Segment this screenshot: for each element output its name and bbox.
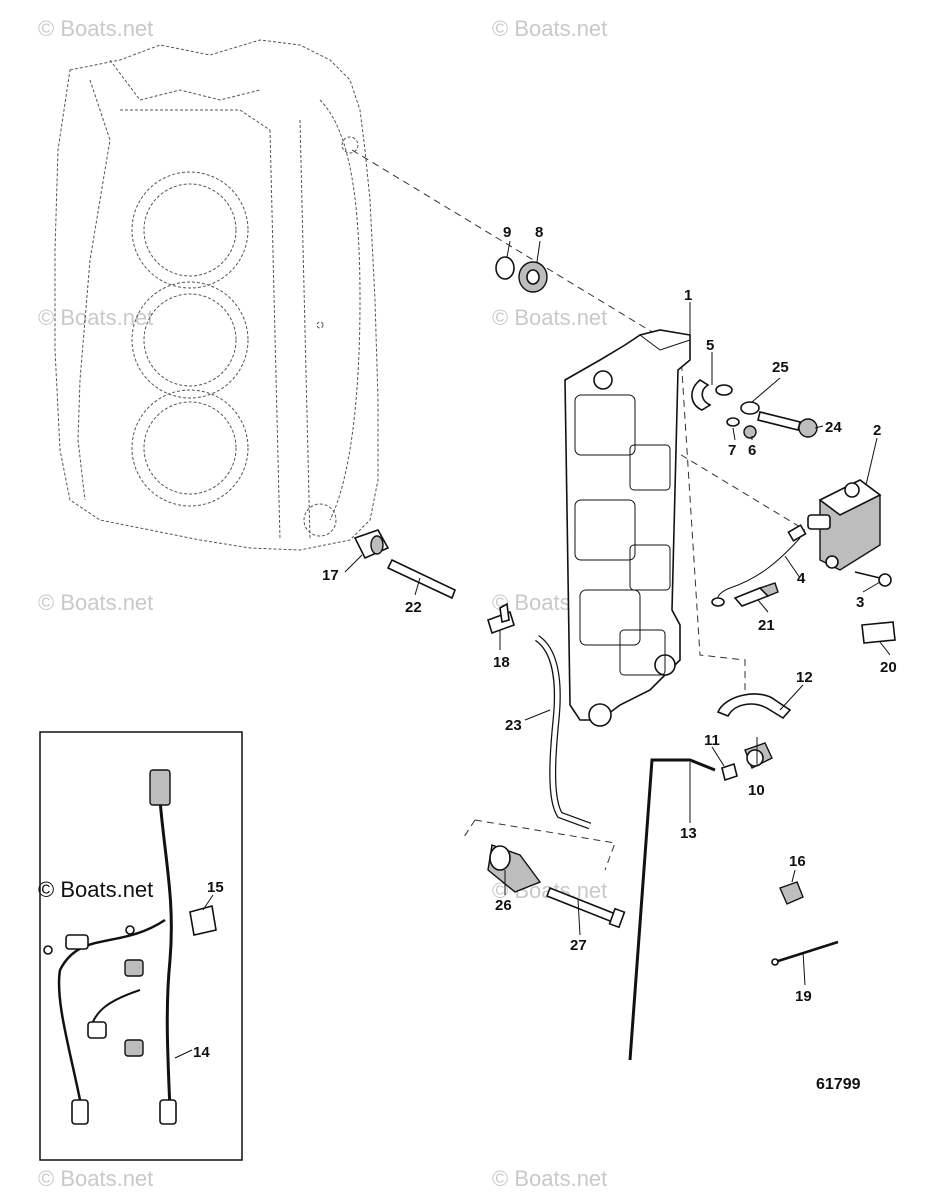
watermark-bottom-left: © Boats.net [38, 1166, 153, 1191]
clip-16 [779, 881, 804, 905]
rod-13 [628, 758, 716, 1061]
washer-25 [740, 401, 760, 415]
callout-16: 16 [789, 853, 806, 870]
assembly-line-upper [351, 149, 691, 356]
callout-13: 13 [680, 825, 697, 842]
ground-wire [711, 524, 807, 607]
callout-2: 2 [873, 422, 881, 439]
harness-inset [39, 731, 243, 1161]
callout-9: 9 [503, 224, 511, 241]
assembly-line-bracket [679, 339, 746, 700]
temperature-sensor [733, 582, 779, 607]
callout-5: 5 [706, 337, 714, 354]
engine-block-phantom [54, 39, 379, 551]
assembly-line-kit [461, 819, 616, 871]
callout-22: 22 [405, 599, 422, 616]
mounting-plate [564, 329, 691, 727]
washer-7 [726, 417, 740, 427]
callout-1: 1 [684, 287, 692, 304]
connector-26 [487, 844, 542, 893]
ignition-coil [807, 479, 882, 571]
callout-26: 26 [495, 897, 512, 914]
callout-7: 7 [728, 442, 736, 459]
callout-14: 14 [193, 1044, 210, 1061]
leader-lines [174, 240, 891, 1059]
callout-25: 25 [772, 359, 789, 376]
callout-10: 10 [748, 782, 765, 799]
callout-18: 18 [493, 654, 510, 671]
assembly-line-coil [639, 429, 806, 531]
hose-22 [386, 558, 457, 600]
callout-20: 20 [880, 659, 897, 676]
drawing-number: 61799 [816, 1076, 861, 1093]
cable-tie-19 [771, 940, 839, 966]
callout-23: 23 [505, 717, 522, 734]
screw-3 [854, 571, 892, 587]
watermark-top-right: © Boats.net [492, 16, 607, 41]
callout-11: 11 [704, 732, 720, 749]
callout-3: 3 [856, 594, 864, 611]
sensor-10 [744, 742, 773, 769]
bracket-12 [716, 693, 792, 720]
screw-6 [743, 425, 757, 439]
fitting-17 [353, 529, 390, 560]
tee-fitting-18 [487, 602, 515, 635]
callout-21: 21 [758, 617, 775, 634]
callout-17: 17 [322, 567, 339, 584]
fitting-11 [721, 762, 738, 782]
tube-23 [534, 635, 592, 830]
callout-6: 6 [748, 442, 756, 459]
callout-24: 24 [825, 419, 842, 436]
clamp-5 [691, 379, 733, 411]
watermark-top-left: © Boats.net [38, 16, 153, 41]
watermark-bottom-right: © Boats.net [492, 1166, 607, 1191]
bushing-9 [495, 256, 515, 280]
bolt-24 [757, 411, 818, 438]
callout-19: 19 [795, 988, 812, 1005]
clamp-20 [861, 621, 896, 644]
callout-27: 27 [570, 937, 587, 954]
callout-4: 4 [797, 570, 806, 587]
watermark-mid-right: © Boats.net [492, 305, 607, 330]
watermark-low-left: © Boats.net [38, 590, 153, 615]
callout-15: 15 [207, 879, 224, 896]
callout-12: 12 [796, 669, 813, 686]
bolt-27 [545, 886, 626, 929]
callout-8: 8 [535, 224, 543, 241]
watermark-inset: © Boats.net [38, 877, 153, 902]
grommet-8 [518, 261, 548, 293]
